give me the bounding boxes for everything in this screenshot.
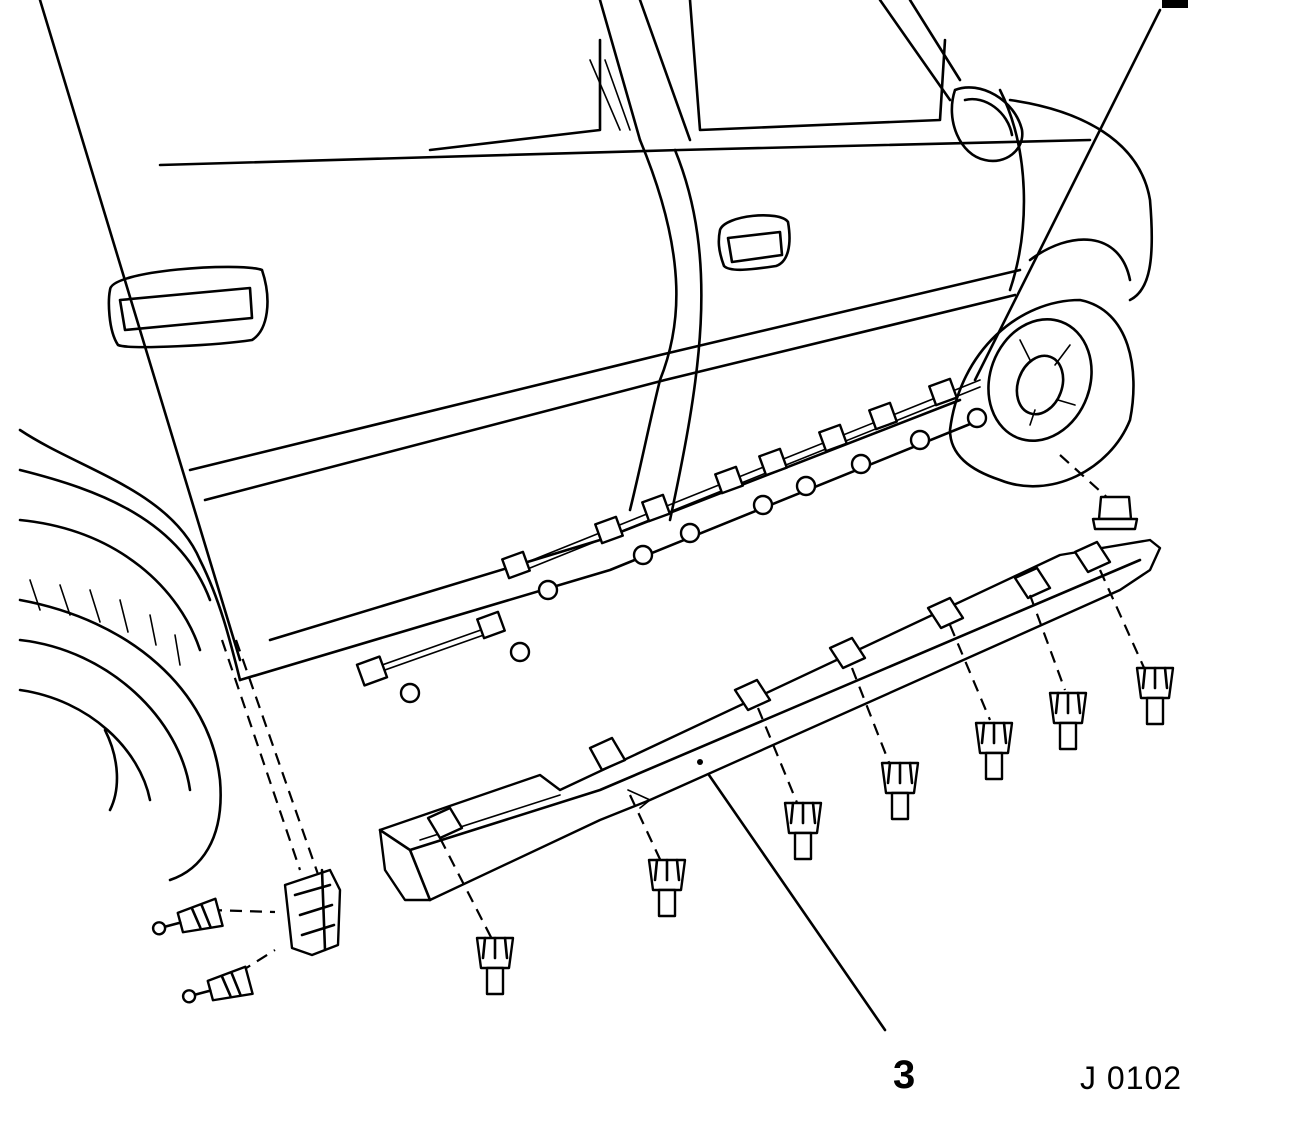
leader-line-3 <box>698 760 887 1032</box>
door-handle-rear <box>107 265 269 349</box>
car-body <box>18 0 1154 682</box>
rocker-panel <box>378 538 1162 902</box>
push-clips <box>475 495 1175 996</box>
side-clips <box>151 897 254 1004</box>
nuts <box>399 407 988 704</box>
callout-2-fragment <box>1162 0 1188 8</box>
callout-label-3: 3 <box>893 1053 916 1097</box>
figure-code: J 0102 <box>1080 1060 1183 1096</box>
leader-line-1 <box>38 0 242 662</box>
leader-line-2 <box>973 8 1162 382</box>
door-handle-front <box>717 214 791 272</box>
end-bracket <box>283 868 342 957</box>
front-wheel <box>948 298 1135 488</box>
side-mirror <box>950 86 1024 163</box>
rear-wheel <box>18 579 222 882</box>
clip-dash-lines <box>209 454 1147 973</box>
stud-strip <box>355 377 981 687</box>
